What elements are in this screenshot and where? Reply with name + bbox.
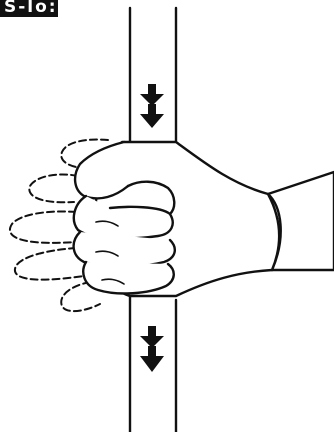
down-arrow-icon-lower [140, 326, 164, 372]
hand-gripping-rope-icon [74, 142, 334, 296]
down-arrow-icon-upper [140, 84, 164, 128]
